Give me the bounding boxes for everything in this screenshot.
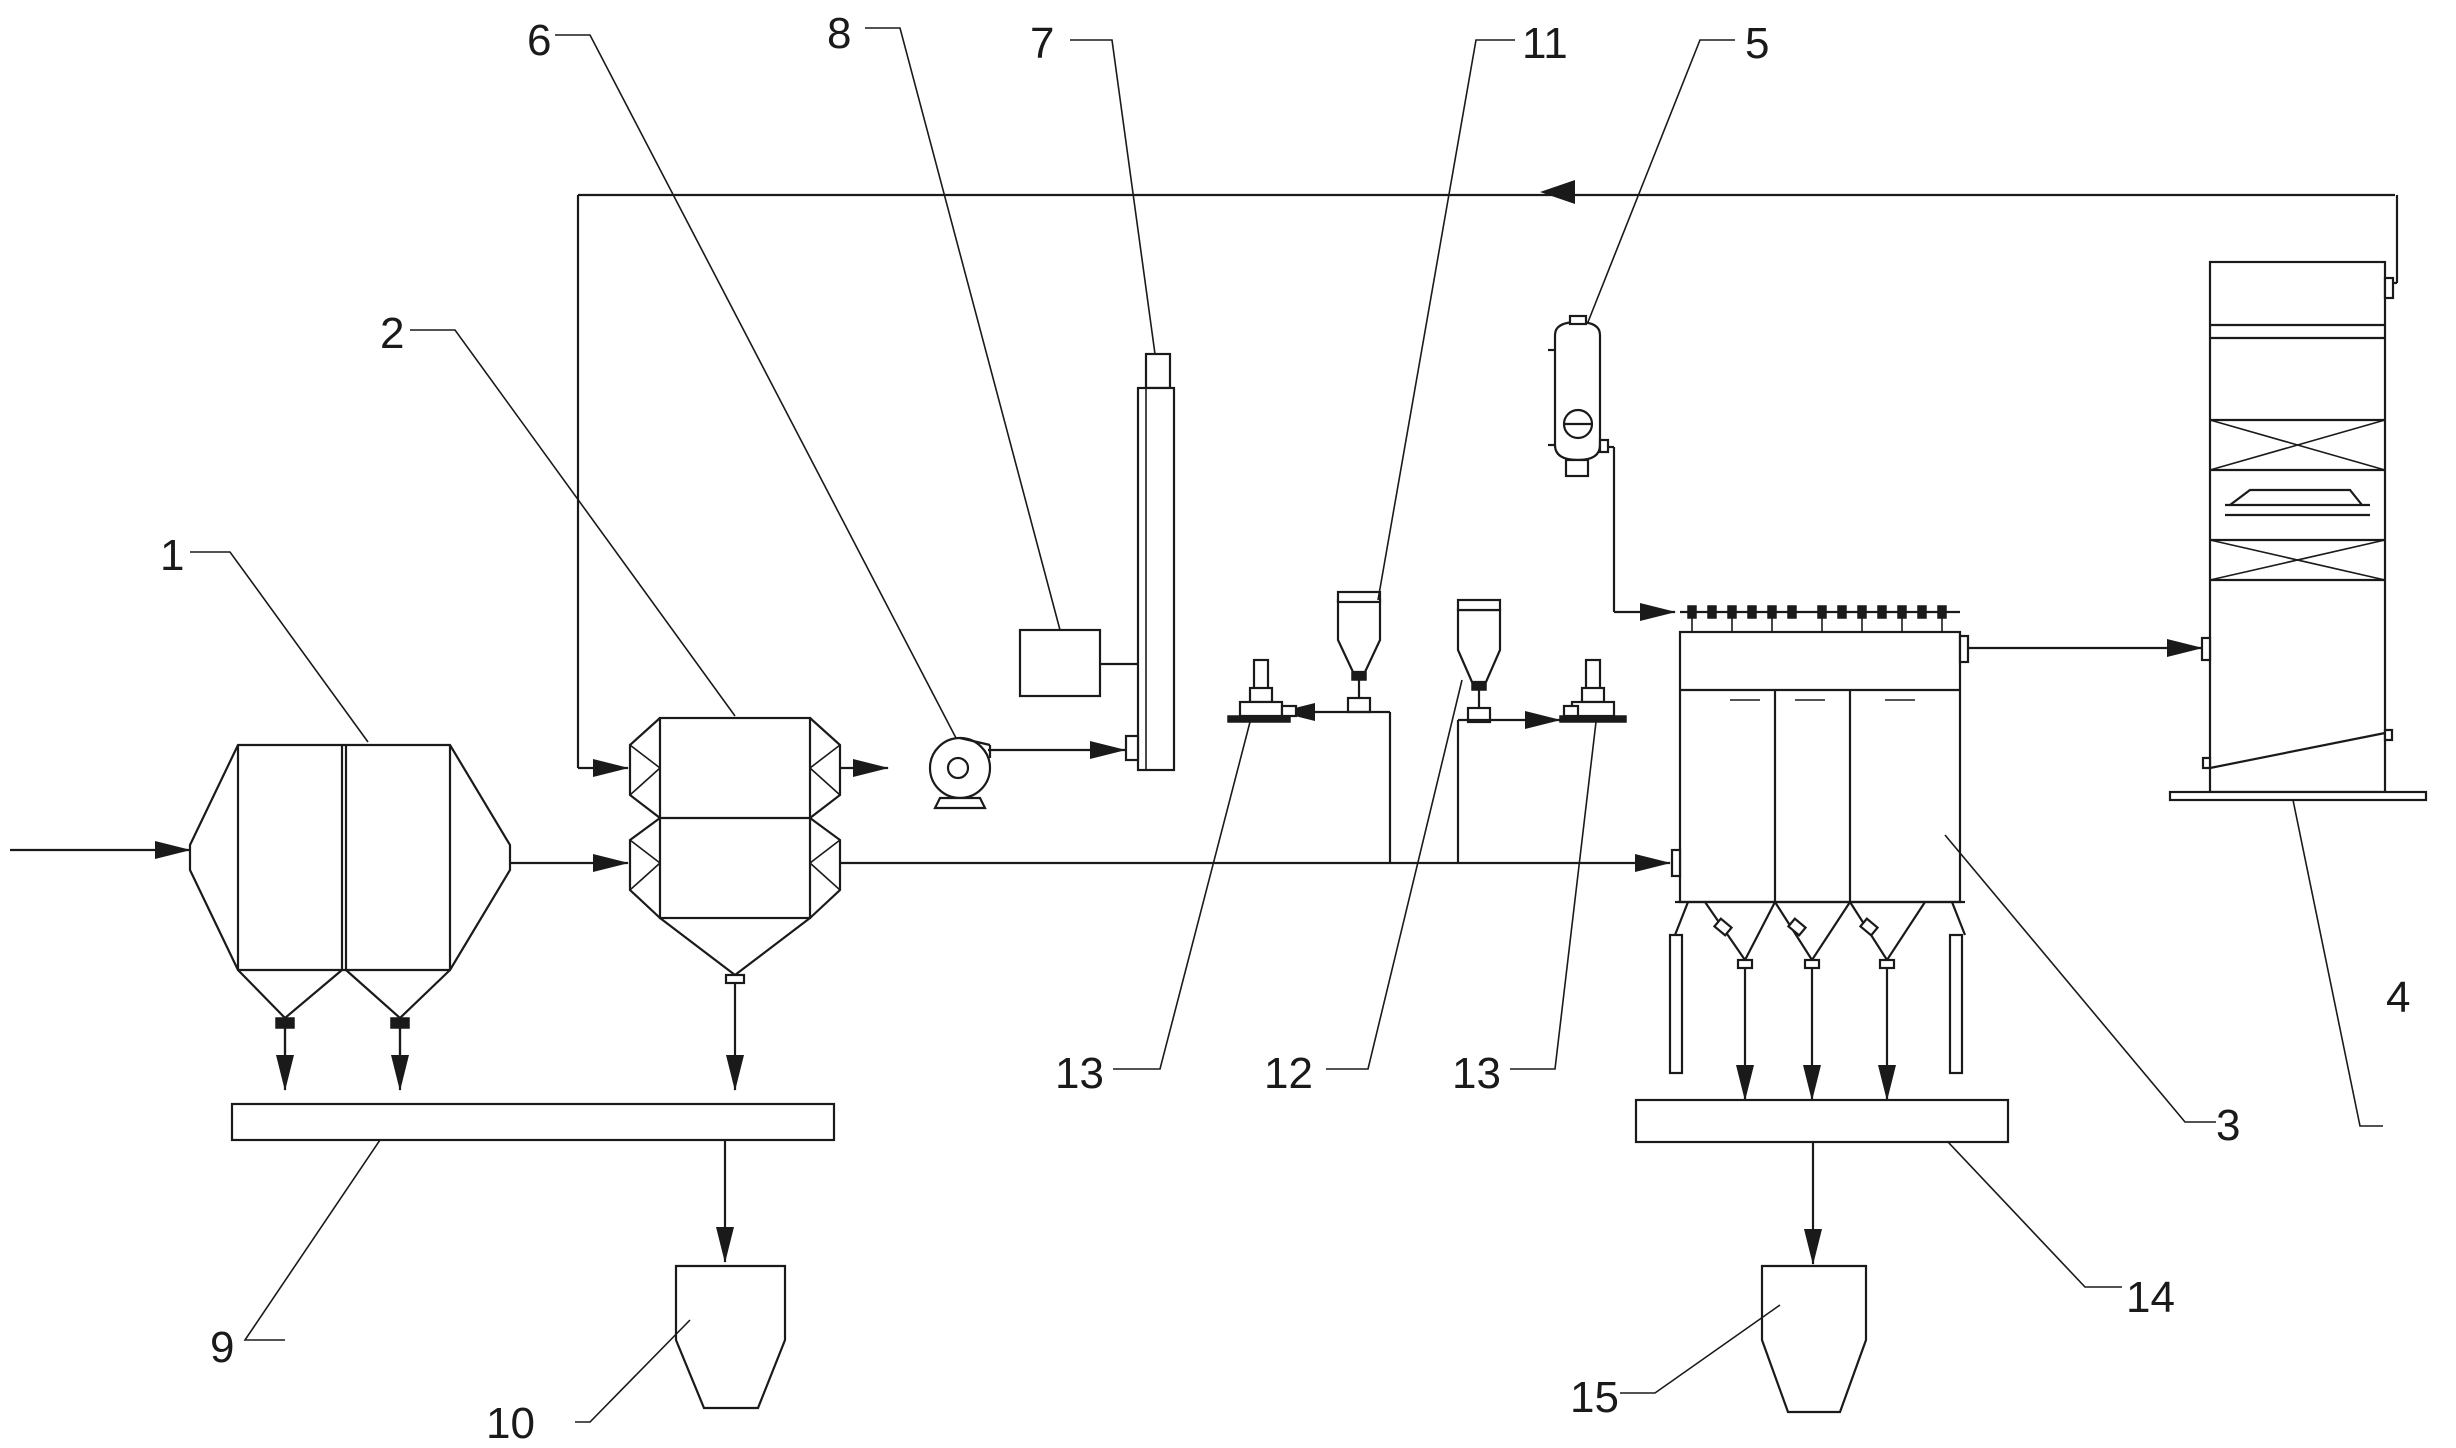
fan-6	[928, 736, 992, 810]
label-6: 6	[527, 16, 551, 65]
label-10: 10	[486, 1399, 535, 1448]
label-13-right: 13	[1452, 1049, 1501, 1098]
label-7: 7	[1030, 19, 1054, 68]
bin-10	[674, 1264, 787, 1410]
label-15: 15	[1570, 1373, 1619, 1422]
baghouse-3	[1668, 605, 1970, 1101]
label-9: 9	[210, 1323, 234, 1372]
dosing-silo-11	[1279, 590, 1390, 721]
conveyor-14	[1634, 1098, 2010, 1265]
dosing-silo-12	[1456, 598, 1561, 729]
label-8: 8	[827, 9, 851, 58]
flow-lines	[10, 180, 2399, 872]
bin-15	[1760, 1264, 1868, 1414]
pump-13-right	[1559, 658, 1627, 723]
label-2: 2	[380, 309, 404, 358]
stack-7	[1124, 352, 1176, 772]
box-8	[1018, 628, 1138, 698]
label-1: 1	[160, 531, 184, 580]
label-13-left: 13	[1055, 1049, 1104, 1098]
pulse-valves	[1687, 605, 1947, 632]
unit-2	[628, 716, 842, 1091]
label-4: 4	[2386, 973, 2410, 1022]
label-5: 5	[1745, 19, 1769, 68]
chimney-4	[2168, 260, 2428, 802]
label-3: 3	[2216, 1101, 2240, 1150]
label-11: 11	[1522, 19, 1568, 68]
callout-labels: 1 2 6 8 7 11 5 4 3 14 9 10 15 13 12 13	[160, 9, 2410, 1448]
label-14: 14	[2126, 1273, 2175, 1322]
pump-13-left	[1227, 658, 1298, 723]
label-12: 12	[1264, 1049, 1313, 1098]
leader-lines	[190, 27, 2383, 1423]
unit-1	[188, 743, 512, 1091]
conveyor-9	[230, 1102, 836, 1263]
air-tank-5	[1548, 314, 1610, 478]
